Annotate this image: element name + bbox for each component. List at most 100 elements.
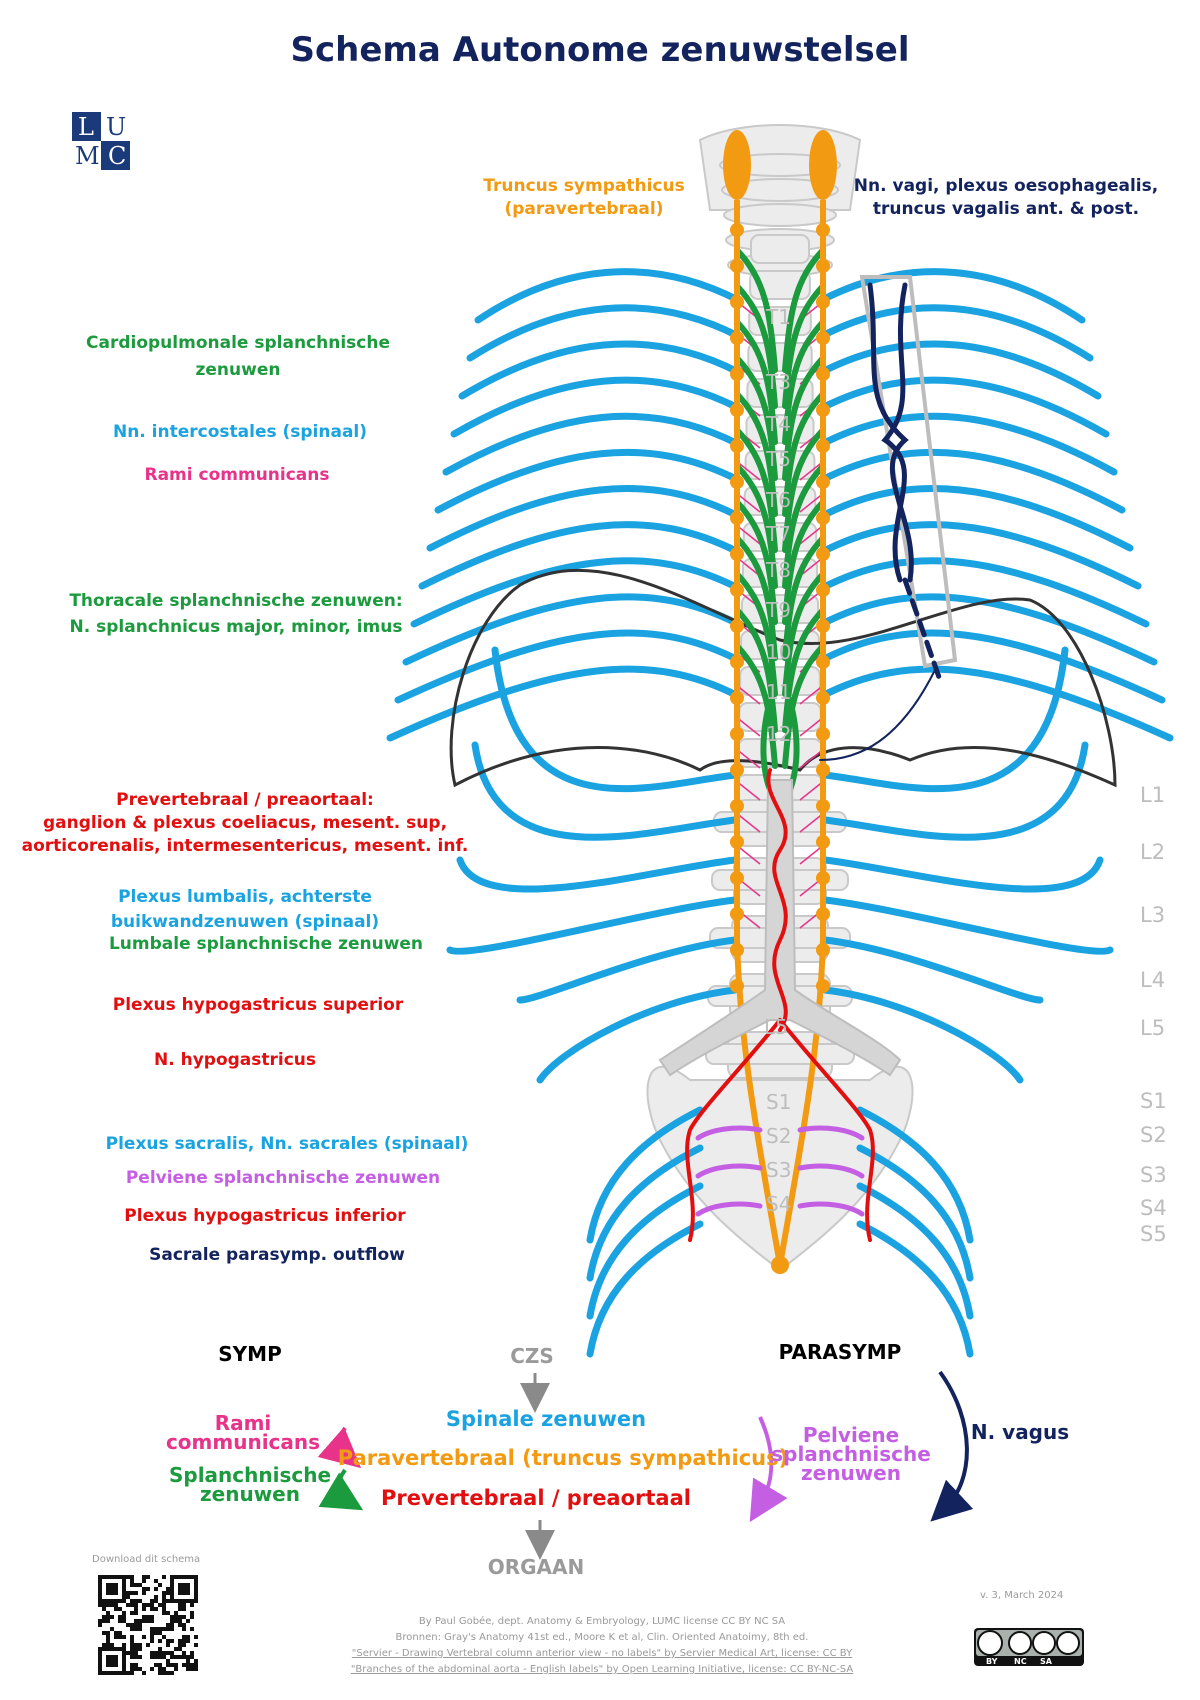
qr-module [150, 1655, 154, 1659]
qr-module [158, 1631, 162, 1635]
qr-module [190, 1651, 194, 1655]
qr-module [150, 1639, 154, 1643]
qr-module [162, 1655, 166, 1659]
thoracic-level-label: T6 [766, 488, 791, 512]
label-sacrale-outflow: Sacrale parasymp. outflow [149, 1245, 405, 1265]
label-hypogastricus-inf: Plexus hypogastricus inferior [124, 1206, 406, 1226]
qr-module [182, 1663, 186, 1667]
qr-module [150, 1619, 154, 1623]
qr-module [170, 1615, 174, 1619]
label-pelviene: Pelviene splanchnische zenuwen [125, 1168, 441, 1188]
qr-module [146, 1643, 150, 1647]
label-thoracale: Thoracale splanchnische zenuwen:N. splan… [69, 591, 403, 637]
qr-module [118, 1607, 122, 1611]
pelvic-splanchnic [797, 1163, 865, 1179]
intercostal-nerve [818, 485, 1134, 552]
trunk-ganglion [730, 403, 744, 417]
lumbar-nerve [821, 896, 1114, 955]
splanch-arrow [318, 1468, 364, 1511]
qr-module [110, 1627, 114, 1631]
superior-cervical-ganglion [809, 130, 837, 200]
intercostal-nerve [442, 412, 742, 476]
qr-module [134, 1667, 138, 1671]
superior-cervical-ganglion [723, 130, 751, 200]
qr-module [138, 1599, 142, 1603]
qr-module [110, 1615, 114, 1619]
qr-module [130, 1639, 134, 1643]
sacral-nerve [856, 1144, 974, 1282]
qr-module [170, 1655, 174, 1659]
qr-module [194, 1643, 198, 1647]
lumc-logo [72, 112, 130, 170]
download-label: Download dit schema [92, 1554, 201, 1565]
sacral-nerve [586, 1220, 704, 1358]
qr-module [134, 1623, 138, 1627]
qr-module [102, 1603, 106, 1607]
qr-module [114, 1635, 118, 1639]
qr-module [134, 1611, 138, 1615]
lumbar-nerve [821, 856, 1104, 893]
qr-module [186, 1639, 190, 1643]
lumbar-nerve [456, 856, 739, 893]
qr-module [182, 1643, 186, 1647]
qr-module [98, 1619, 102, 1623]
trunk-ganglion [730, 835, 744, 849]
qr-module [162, 1635, 166, 1639]
qr-module [186, 1635, 190, 1639]
lumbar-nerve [821, 741, 1089, 841]
trunk-ganglion [730, 511, 744, 525]
trunk-ganglion [816, 979, 830, 993]
qr-module [142, 1635, 146, 1639]
qr-module [138, 1623, 142, 1627]
qr-module [162, 1603, 166, 1607]
legend-vagus: N. vagus [970, 1420, 1070, 1444]
logo-letter: L [78, 113, 94, 141]
qr-module [166, 1587, 170, 1591]
qr-module [102, 1619, 106, 1623]
qr-module [190, 1603, 194, 1607]
qr-module [106, 1615, 110, 1619]
qr-module [174, 1619, 178, 1623]
splanchnic-nerve [734, 463, 778, 589]
qr-module [138, 1583, 142, 1587]
splanchnic-nerve [734, 535, 778, 661]
legend-spinale: Spinale zenuwen [445, 1407, 647, 1431]
credit-link[interactable]: "Branches of the abdominal aorta - Engli… [350, 1664, 854, 1675]
qr-module [182, 1635, 186, 1639]
qr-module [158, 1583, 162, 1587]
lumbar-nerve [446, 896, 739, 955]
thoracic-level-label: T9 [766, 598, 791, 622]
lumbar-nerve [491, 646, 739, 793]
qr-module [118, 1635, 122, 1639]
qr-module [150, 1667, 154, 1671]
qr-module [118, 1615, 122, 1619]
qr-module [178, 1639, 182, 1643]
splanchnic-nerve [734, 391, 778, 517]
cervical-vertebra [723, 203, 837, 227]
thoracic-level-label: T4 [766, 412, 791, 436]
qr-module [150, 1627, 154, 1631]
trunk-ganglion [730, 907, 744, 921]
sacral-level-label: S3 [1140, 1163, 1167, 1187]
vagal-trunk [902, 577, 943, 683]
credit-link[interactable]: "Servier - Drawing Vertebral column ante… [351, 1648, 853, 1659]
qr-module [174, 1663, 178, 1667]
qr-module [130, 1635, 134, 1639]
qr-module [102, 1631, 106, 1635]
trunk-ganglion [730, 727, 744, 741]
qr-module [126, 1623, 130, 1627]
qr-module [110, 1643, 114, 1647]
trunk-ganglion [730, 295, 744, 309]
trunk-ganglion [816, 439, 830, 453]
pelvic-splanchnic [695, 1201, 763, 1217]
qr-module [126, 1671, 130, 1675]
qr-module [182, 1639, 186, 1643]
qr-module [166, 1643, 170, 1647]
trunk-ganglion [816, 619, 830, 633]
rami-arrow [317, 1426, 362, 1469]
qr-module [130, 1663, 134, 1667]
qr-module [158, 1647, 162, 1651]
